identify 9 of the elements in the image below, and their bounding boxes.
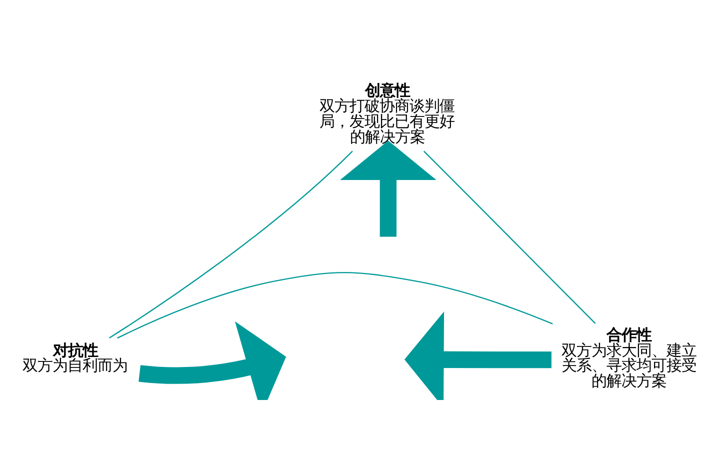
connector — [108, 150, 353, 339]
connector — [423, 150, 596, 324]
arrow — [340, 140, 436, 237]
node-text: 创意性 双方打破协商谈判僵局，发现比已有更好的解决方案 — [320, 82, 455, 146]
arrow — [138, 321, 286, 400]
arrow — [404, 312, 552, 400]
node-text: 合作性 双方为求大同、建立关系、寻求均可接受的解决方案 — [561, 326, 696, 390]
node-text: 对抗性 双方为自利而为 — [22, 341, 128, 375]
connector — [117, 272, 553, 339]
